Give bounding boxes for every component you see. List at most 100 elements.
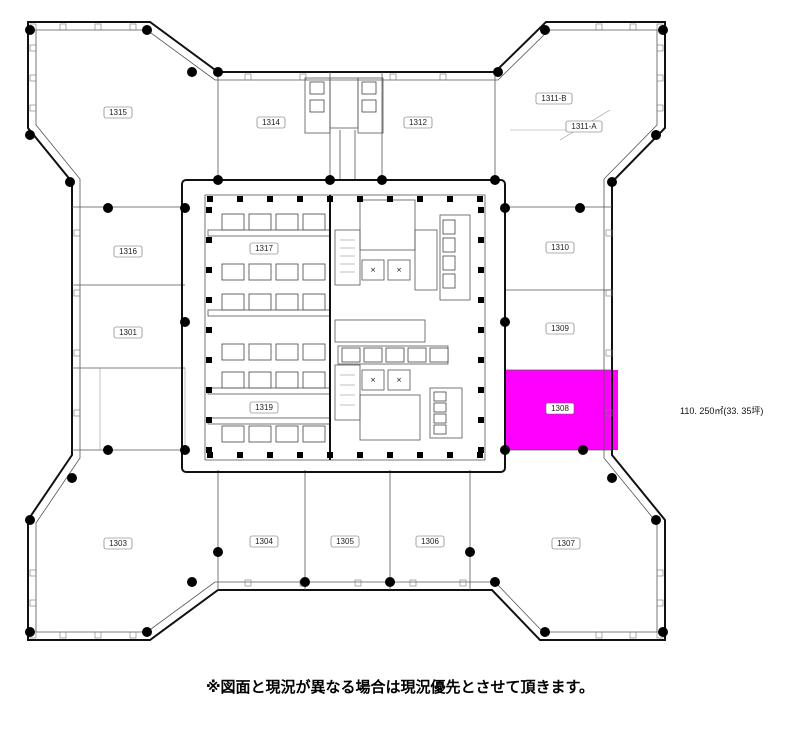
wall-post: [478, 357, 484, 363]
svg-text:1316: 1316: [119, 247, 137, 256]
service-cell: [442, 237, 456, 253]
structural-column: [67, 473, 77, 483]
service-cell: [442, 273, 456, 289]
wall-post: [387, 196, 393, 202]
structural-column: [180, 445, 190, 455]
wall-post: [206, 447, 212, 453]
room-1310[interactable]: 1310: [545, 241, 575, 254]
storage-cell: [302, 293, 326, 311]
wall-post: [478, 207, 484, 213]
structural-column: [142, 627, 152, 637]
room-1314[interactable]: 1314: [256, 116, 286, 129]
wall-post: [206, 237, 212, 243]
storage-cell: [248, 371, 272, 389]
room-1319[interactable]: 1319: [249, 401, 279, 414]
structural-column: [187, 67, 197, 77]
room-1307[interactable]: 1307: [551, 537, 581, 550]
wall-post: [477, 452, 483, 458]
storage-cell: [248, 213, 272, 231]
storage-cell: [221, 425, 245, 443]
wall-post: [207, 452, 213, 458]
wall-post: [417, 452, 423, 458]
wall-post: [267, 196, 273, 202]
structural-column: [180, 203, 190, 213]
wall-post: [478, 267, 484, 273]
storage-cell: [275, 425, 299, 443]
structural-columns: [25, 25, 668, 637]
wall-post: [357, 452, 363, 458]
svg-text:1312: 1312: [409, 118, 427, 127]
wall-post: [207, 196, 213, 202]
wall-post: [206, 267, 212, 273]
room-1304[interactable]: 1304: [249, 535, 279, 548]
room-labels: 1315 1314 1312 1311-B 1311-A 1316 1317 1…: [103, 92, 603, 550]
room-1317[interactable]: 1317: [249, 242, 279, 255]
structural-column: [25, 130, 35, 140]
wall-post: [297, 196, 303, 202]
room-1301[interactable]: 1301: [113, 326, 143, 339]
wall-post: [206, 207, 212, 213]
structural-column: [213, 547, 223, 557]
wall-post: [327, 452, 333, 458]
service-cell: [385, 347, 405, 363]
structural-column: [213, 67, 223, 77]
structural-column: [651, 130, 661, 140]
service-cell: [433, 424, 447, 435]
wall-post: [417, 196, 423, 202]
storage-cell: [248, 343, 272, 361]
room-1311-a[interactable]: 1311-A: [565, 120, 603, 133]
room-1306[interactable]: 1306: [415, 535, 445, 548]
wall-post: [206, 387, 212, 393]
wall-post: [237, 452, 243, 458]
service-cell: [407, 347, 427, 363]
svg-text:1315: 1315: [109, 108, 127, 117]
room-1315[interactable]: 1315: [103, 106, 133, 119]
storage-cell: [275, 213, 299, 231]
room-partitions: [72, 72, 612, 590]
core-wall-posts: [206, 196, 484, 458]
room-1303[interactable]: 1303: [103, 537, 133, 550]
storage-cell: [221, 293, 245, 311]
structural-column: [607, 473, 617, 483]
svg-text:×: ×: [396, 376, 402, 384]
svg-text:1305: 1305: [336, 537, 354, 546]
room-1305[interactable]: 1305: [330, 535, 360, 548]
structural-column: [300, 577, 310, 587]
service-cell: [429, 347, 449, 363]
storage-cell: [275, 293, 299, 311]
wall-post: [478, 237, 484, 243]
svg-text:1311-B: 1311-B: [541, 94, 566, 103]
room-1312[interactable]: 1312: [403, 116, 433, 129]
structural-column: [490, 175, 500, 185]
room-1308[interactable]: 1308: [545, 402, 575, 415]
storage-cell: [248, 425, 272, 443]
structural-column: [540, 627, 550, 637]
top-stair-block: [304, 77, 384, 180]
wall-post: [206, 327, 212, 333]
wall-post: [267, 452, 273, 458]
structural-column: [607, 177, 617, 187]
storage-cell: [221, 371, 245, 389]
service-cell: [363, 347, 383, 363]
wall-post: [237, 196, 243, 202]
wall-post: [327, 196, 333, 202]
storage-cell: [275, 343, 299, 361]
room-1311-b[interactable]: 1311-B: [535, 92, 573, 105]
storage-cell: [275, 371, 299, 389]
svg-text:1314: 1314: [262, 118, 280, 127]
wall-post: [447, 196, 453, 202]
structural-column: [490, 577, 500, 587]
wall-post: [297, 452, 303, 458]
service-cell: [442, 255, 456, 271]
structural-column: [578, 445, 588, 455]
structural-column: [25, 627, 35, 637]
structural-column: [658, 25, 668, 35]
room-1316[interactable]: 1316: [113, 245, 143, 258]
storage-cell: [302, 213, 326, 231]
storage-cell: [221, 343, 245, 361]
structural-column: [187, 577, 197, 587]
service-cell: [442, 219, 456, 235]
wall-post: [478, 327, 484, 333]
room-1309[interactable]: 1309: [545, 322, 575, 335]
svg-text:1301: 1301: [119, 328, 137, 337]
